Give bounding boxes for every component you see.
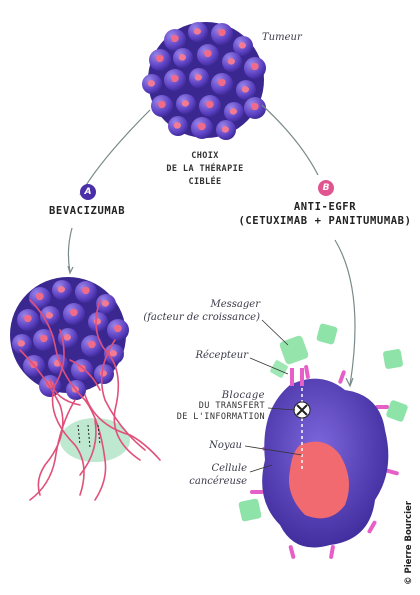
tumor-top — [142, 22, 266, 140]
label-anti-egfr: ANTI-EGFR (CETUXIMAB + PANITUMUMAB) — [200, 200, 420, 228]
anti-egfr-antibodies — [238, 323, 408, 522]
label-therapy-choice-2: DE LA THÉRAPIE — [166, 164, 244, 174]
arrow-to-b — [261, 104, 319, 176]
label-messenger-1: Messager — [210, 299, 260, 310]
badge-option-a: A — [80, 184, 96, 200]
label-tumor: Tumeur — [262, 32, 302, 43]
tumor-vascularized — [10, 277, 161, 501]
label-therapy-choice: CHOIX DE LA THÉRAPIE CIBLÉE — [150, 150, 260, 189]
label-nucleus: Noyau — [209, 440, 242, 451]
label-cancer-cell-2: cancéreuse — [189, 476, 247, 487]
label-anti-egfr-1: ANTI-EGFR — [293, 201, 357, 213]
badge-option-b: B — [318, 180, 334, 196]
label-anti-egfr-2: (CETUXIMAB + PANITUMUMAB) — [238, 215, 412, 227]
cell-receptors — [250, 365, 399, 559]
arrow-to-a — [79, 109, 151, 196]
label-bevacizumab: BEVACIZUMAB — [49, 205, 126, 217]
label-receptor: Récepteur — [195, 350, 248, 361]
label-therapy-choice-3: CIBLÉE — [188, 177, 222, 187]
photo-credit: © Pierre Bourcier — [404, 501, 414, 585]
label-messenger-2: (facteur de croissance) — [143, 312, 260, 323]
label-blocking-2: DU TRANSFERT — [198, 401, 265, 411]
cancer-cell — [238, 323, 408, 559]
label-blocking-1: Blocage — [221, 390, 265, 401]
label-therapy-choice-1: CHOIX — [191, 151, 219, 161]
label-blocking: Blocage DU TRANSFERT DE L'INFORMATION — [135, 390, 265, 423]
label-cancer-cell: Cellule cancéreuse — [165, 462, 247, 488]
blood-vessels — [19, 299, 161, 501]
label-messenger: Messager (facteur de croissance) — [130, 298, 260, 324]
label-blocking-3: DE L'INFORMATION — [176, 412, 265, 422]
label-cancer-cell-1: Cellule — [211, 463, 247, 474]
